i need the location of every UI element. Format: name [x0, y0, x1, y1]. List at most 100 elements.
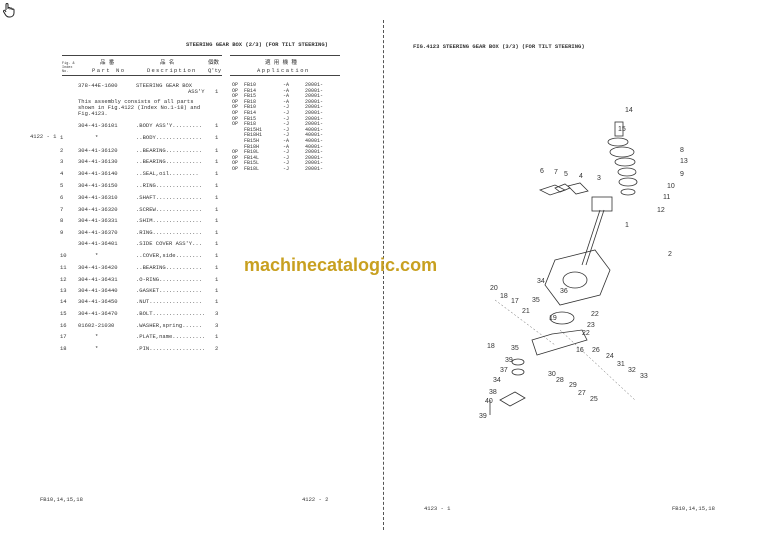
- application-op: OP: [232, 110, 239, 116]
- callout-number: 39: [505, 357, 513, 364]
- application-op: OP: [232, 154, 239, 161]
- callout-number: 25: [590, 396, 598, 403]
- callout-number: 34: [493, 377, 501, 384]
- cell-part-no: 304-41-36150: [78, 182, 118, 189]
- application-serial: 20001-: [305, 98, 324, 105]
- callout-number: 29: [569, 382, 577, 389]
- callout-number: 23: [587, 322, 595, 329]
- application-serial: 20001-: [305, 115, 324, 122]
- table-row: 17 * .PLATE,name.......... 1: [0, 333, 240, 341]
- application-serial: 40001-: [305, 126, 324, 133]
- cell-idx: 13: [60, 287, 67, 294]
- application-model: FB14: [244, 87, 257, 94]
- callout-number: 35: [511, 345, 519, 352]
- cell-part-no: *: [95, 333, 99, 340]
- callout-number: 38: [489, 389, 497, 396]
- callout-number: 7: [554, 169, 558, 176]
- cell-qty: 1: [215, 182, 219, 189]
- header-description-jp: 品 名: [160, 59, 175, 66]
- assembly-part-no: 378-44E-1600: [78, 82, 118, 89]
- application-model: FB14: [244, 110, 257, 116]
- callout-number: 40: [485, 398, 493, 405]
- application-model: FB10: [244, 82, 257, 88]
- cell-idx: 1: [60, 134, 64, 141]
- cell-qty: 1: [215, 252, 219, 259]
- callout-number: 26: [592, 347, 600, 354]
- cell-qty: 1: [215, 147, 219, 154]
- cell-idx: 5: [60, 182, 64, 189]
- cell-description: .PIN.................: [136, 345, 206, 352]
- cell-part-no: 304-41-36401: [78, 240, 118, 247]
- callout-number: 2: [668, 251, 672, 258]
- cell-part-no: 304-41-36310: [78, 194, 118, 201]
- body-assy-part-no: 304-41-36101: [78, 122, 118, 129]
- application-code: -J: [283, 126, 290, 133]
- callout-number: 34: [537, 278, 545, 285]
- application-model: FB10L: [244, 149, 260, 156]
- callout-number: 14: [625, 107, 633, 114]
- application-code: -J: [283, 149, 290, 156]
- header-application: Application: [257, 67, 310, 74]
- assembly-description: STEERING GEAR BOX: [136, 82, 193, 89]
- cell-description: .GASKET.............: [136, 287, 203, 294]
- cell-idx: 17: [60, 333, 67, 340]
- cell-idx: 4: [60, 170, 64, 177]
- cell-description: .RING...............: [136, 229, 203, 236]
- application-code: -A: [283, 82, 290, 88]
- application-serial: 40001-: [305, 143, 324, 150]
- application-code: -A: [283, 93, 290, 100]
- application-code: -J: [283, 166, 290, 172]
- callout-number: 39: [479, 413, 487, 420]
- application-code: -A: [283, 138, 290, 144]
- cell-idx: 16: [60, 322, 67, 329]
- application-code: -J: [283, 104, 290, 111]
- callout-number: 15: [618, 126, 626, 133]
- table-row: 18*.PIN.................2: [0, 345, 240, 353]
- callout-number: 8: [680, 147, 684, 154]
- cell-part-no: 304-41-36130: [78, 158, 118, 165]
- cell-description: ..BEARING...........: [136, 147, 203, 154]
- application-serial: 20001-: [305, 160, 324, 167]
- cell-description: .PLATE,name..........: [136, 333, 206, 340]
- callout-number: 1: [625, 222, 629, 229]
- cell-idx: 11: [60, 264, 67, 271]
- application-op: OP: [232, 104, 239, 111]
- application-model: FB15H: [244, 138, 260, 144]
- header-qty: Q'ty: [208, 67, 222, 74]
- application-code: -A: [283, 143, 290, 150]
- callout-number: 9: [680, 171, 684, 178]
- cell-qty: 2: [215, 345, 219, 352]
- callout-number: 5: [564, 171, 568, 178]
- application-serial: 20001-: [305, 166, 324, 172]
- application-model: FB15: [244, 115, 257, 122]
- callout-number: 27: [578, 390, 586, 397]
- cell-qty: 1: [215, 333, 219, 340]
- assembly-note: This assembly consists of all parts show…: [78, 98, 201, 117]
- cell-idx: 7: [60, 206, 64, 213]
- application-model: FB10: [244, 104, 257, 111]
- cell-description: ..SEAL,oil.........: [136, 170, 199, 177]
- table-row: 1*..BODY..............1: [0, 134, 240, 142]
- cell-qty: 1: [215, 194, 219, 201]
- cell-description: .NUT................: [136, 298, 203, 305]
- application-code: -J: [283, 115, 290, 122]
- application-code: -J: [283, 121, 290, 128]
- watermark: machinecatalogic.com: [244, 255, 438, 275]
- application-serial: 20001-: [305, 87, 324, 94]
- application-model: FB18: [244, 98, 257, 105]
- cell-qty: 1: [215, 240, 219, 247]
- gear-box-body: [544, 249, 611, 306]
- application-serial: 20001-: [305, 110, 324, 116]
- application-op: OP: [232, 121, 239, 128]
- cell-idx: 18: [60, 345, 67, 352]
- cell-part-no: *: [95, 134, 99, 141]
- application-model: FB15H1: [244, 126, 263, 133]
- header-part-no: Part No: [92, 67, 126, 74]
